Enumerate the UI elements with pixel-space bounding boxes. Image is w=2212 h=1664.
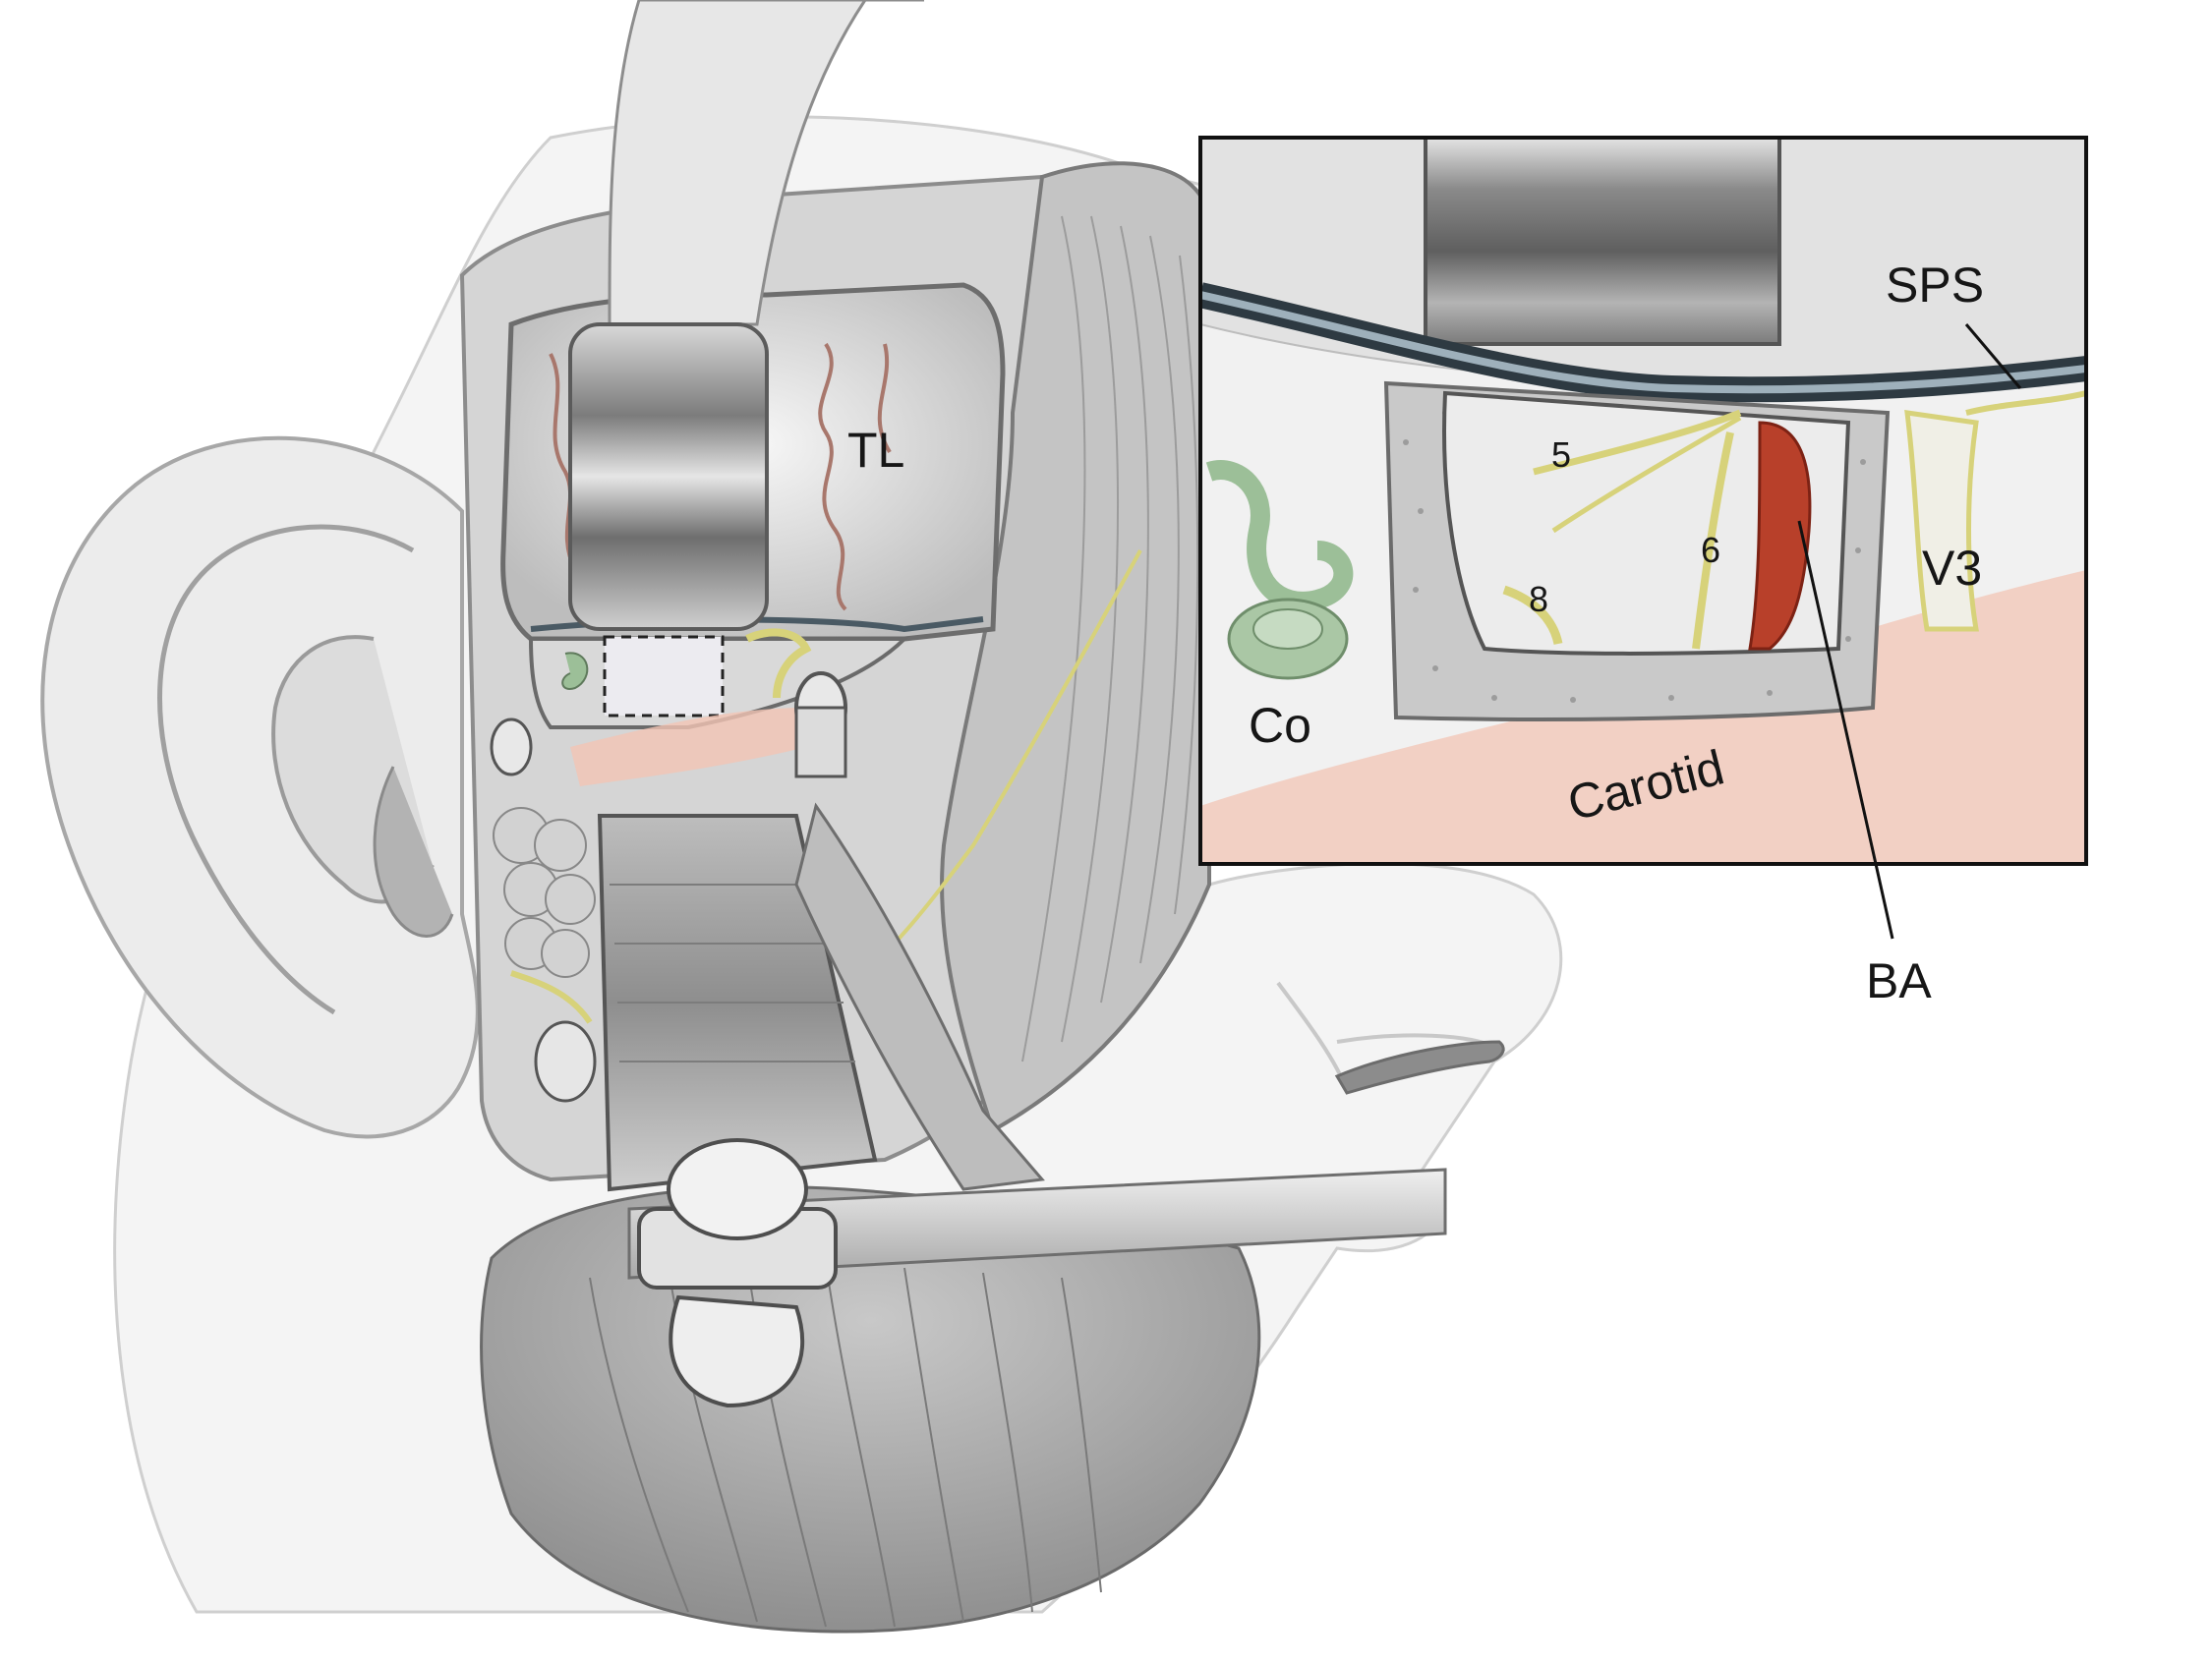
facial-nerve-left [510,970,593,1024]
upper-retractor-blade [568,322,769,631]
exposure-box [603,635,725,717]
label-sps: SPS [1886,258,1984,313]
lobulated-tissue [493,807,596,978]
label-v3: V3 [1922,541,1982,596]
ear [40,435,480,1139]
label-co: Co [1249,698,1311,753]
basilar-artery [1748,421,1812,651]
retractor-posts [490,671,847,1103]
nerve-5 [1533,409,1742,476]
magnified-inset [1198,136,2088,866]
inset-border [1198,136,2088,866]
v3-small [745,628,812,699]
nostril [1334,1040,1505,1095]
sps-leader-line [1964,323,2022,389]
nerve-6 [1692,431,1734,650]
bone-stipple [1403,410,1866,703]
cortical-vessels [549,342,892,611]
nerve-5-branch [1551,415,1742,534]
label-5: 5 [1551,434,1571,475]
nerve-8 [1502,585,1563,646]
carotid-tint-main [570,708,806,786]
cochlea [1205,460,1354,680]
scm-muscle [794,802,1045,1191]
clamp-knob [637,1138,838,1408]
v3-branch [1965,390,2086,416]
v3-nerve [1904,410,1979,632]
inset-retractor [1424,138,1781,346]
blade-lines [610,884,855,1062]
muscle-striations [1021,215,1199,1062]
upper-retractor-strap [608,0,924,326]
cochlea-small [561,652,589,690]
ba-leader-line [1797,520,1894,940]
nerve-branch [883,549,1142,955]
label-8: 8 [1529,579,1548,619]
sps-vessel-highlight [1200,291,2086,394]
label-tl: TL [847,423,904,478]
label-ba: BA [1866,953,1932,1008]
inset-window [1442,390,1851,656]
label-6: 6 [1701,530,1720,570]
